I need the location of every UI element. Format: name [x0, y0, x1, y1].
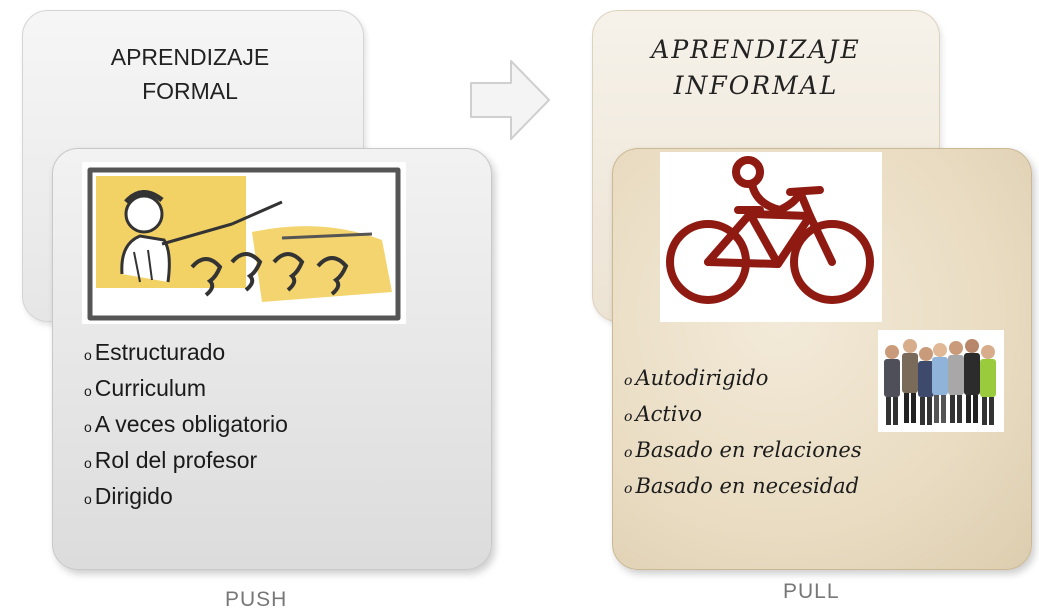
- informal-title: APRENDIZAJE INFORMAL: [651, 35, 861, 100]
- right-arrow-icon: [470, 60, 550, 140]
- bullet: o: [84, 455, 92, 471]
- bullet: o: [84, 491, 92, 507]
- push-caption: PUSH: [225, 588, 288, 611]
- list-item-label: Curriculum: [94, 375, 206, 401]
- pull-caption: PULL: [783, 580, 840, 603]
- list-item-label: Autodirigido: [635, 366, 769, 390]
- list-item-label: A veces obligatorio: [94, 411, 288, 437]
- bullet: o: [624, 445, 633, 461]
- list-item-label: Basado en necesidad: [635, 474, 860, 498]
- people-group-illustration: [878, 330, 1004, 432]
- formal-title: APRENDIZAJE FORMAL: [110, 44, 270, 104]
- bicycle-sketch: [660, 152, 882, 322]
- list-item-label: Basado en relaciones: [635, 438, 862, 462]
- list-item-label: Estructurado: [94, 339, 226, 365]
- bullet: o: [624, 373, 633, 389]
- teacher-classroom-sketch: [82, 162, 406, 324]
- bullet: o: [84, 419, 92, 435]
- bullet: o: [624, 481, 633, 497]
- bullet: o: [624, 409, 633, 425]
- bullet: o: [84, 347, 92, 363]
- bullet: o: [84, 383, 92, 399]
- list-item-label: Rol del profesor: [94, 447, 258, 473]
- list-item-label: Dirigido: [94, 483, 173, 509]
- list-item-label: Activo: [635, 402, 703, 426]
